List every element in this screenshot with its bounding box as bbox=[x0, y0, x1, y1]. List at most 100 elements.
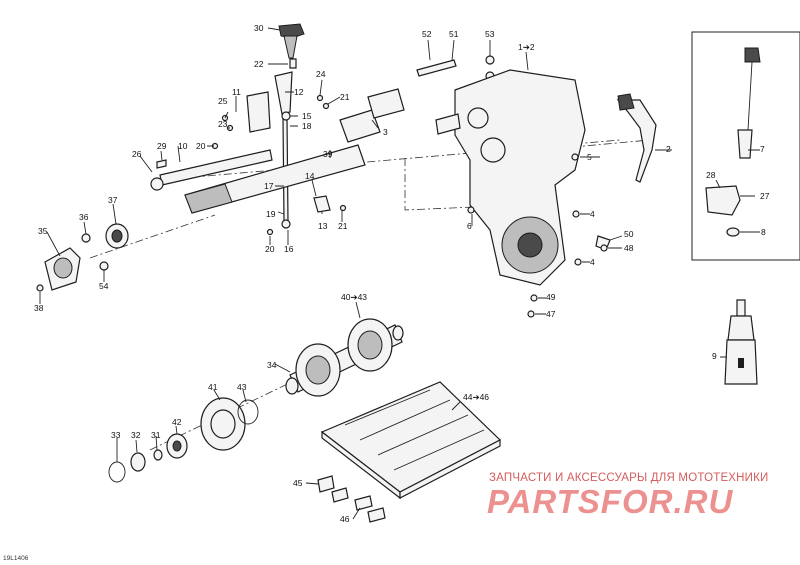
callout-40-43: 40➔43 bbox=[341, 292, 368, 302]
clip-46b-part bbox=[367, 507, 386, 523]
bearing-axis-line bbox=[89, 214, 216, 259]
connector-part bbox=[617, 93, 635, 111]
washer-48-part bbox=[600, 244, 608, 252]
nut-54-part bbox=[99, 261, 109, 271]
callout-3: 3 bbox=[383, 127, 388, 137]
callout-22: 22 bbox=[254, 59, 264, 69]
bolt-5-part bbox=[571, 153, 579, 161]
callout-32: 32 bbox=[131, 430, 141, 440]
sleeve-3b-part bbox=[367, 88, 405, 119]
bracket-51-part bbox=[416, 59, 457, 77]
callout-15: 15 bbox=[302, 111, 312, 121]
callout-38: 38 bbox=[34, 303, 44, 313]
washer-6-part bbox=[467, 206, 475, 214]
seal-31-part bbox=[153, 449, 163, 461]
watermark-tagline: ЗАПЧАСТИ И АКСЕССУАРЫ ДЛЯ МОТОТЕХНИКИ bbox=[489, 472, 769, 484]
callout-17: 17 bbox=[264, 181, 274, 191]
bolt-20b-part bbox=[266, 228, 274, 236]
callout-30: 30 bbox=[254, 23, 264, 33]
shift-knob-part bbox=[278, 23, 305, 59]
callout-34: 34 bbox=[267, 360, 277, 370]
circlip-33-part bbox=[108, 461, 126, 483]
clip-45-part bbox=[317, 475, 335, 493]
oring-43-part bbox=[237, 399, 259, 425]
washer-32-part bbox=[130, 452, 146, 472]
callout-49: 49 bbox=[546, 292, 556, 302]
callout-6: 6 bbox=[467, 221, 472, 231]
callout-19: 19 bbox=[266, 209, 276, 219]
callout-5: 5 bbox=[587, 152, 592, 162]
bolt-38-part bbox=[36, 284, 44, 292]
drive-axle-40-part bbox=[285, 318, 404, 397]
bolt-21a-part bbox=[322, 102, 330, 110]
callout-39: 39 bbox=[323, 149, 333, 159]
sensor-inset-frame bbox=[691, 31, 800, 261]
lever-bracket-part bbox=[246, 91, 271, 133]
gearbox-housing-part bbox=[435, 69, 586, 286]
callout-2: 2 bbox=[666, 144, 671, 154]
callout-26: 26 bbox=[132, 149, 142, 159]
bolt-4b-part bbox=[574, 258, 582, 266]
callout-53: 53 bbox=[485, 29, 495, 39]
callout-1-2: 1➔2 bbox=[518, 42, 535, 52]
callout-50: 50 bbox=[624, 229, 634, 239]
bolt-47-part bbox=[527, 310, 535, 318]
callout-21b: 21 bbox=[338, 221, 348, 231]
sleeve-3-part bbox=[339, 109, 381, 143]
oil-bottle-9-part bbox=[724, 299, 758, 385]
callout-45: 45 bbox=[293, 478, 303, 488]
nut-36-part bbox=[81, 233, 91, 243]
shaft-spline-end bbox=[184, 183, 233, 214]
clip-13-part bbox=[313, 195, 331, 213]
spring-part bbox=[289, 58, 297, 69]
sensor-plug-part bbox=[744, 47, 761, 63]
callout-28: 28 bbox=[706, 170, 716, 180]
callout-20: 20 bbox=[196, 141, 206, 151]
clip-8-part bbox=[726, 227, 740, 237]
callout-20b: 20 bbox=[265, 244, 275, 254]
washer-49-part bbox=[530, 294, 538, 302]
bolt-21-part bbox=[339, 204, 347, 212]
callout-43: 43 bbox=[237, 382, 247, 392]
callout-23: 23 bbox=[218, 119, 228, 129]
callout-13: 13 bbox=[318, 221, 328, 231]
nut-53-part bbox=[485, 55, 495, 65]
callout-47: 47 bbox=[546, 309, 556, 319]
callout-51: 51 bbox=[449, 29, 459, 39]
cover-arm-2-part bbox=[616, 99, 657, 183]
callout-10: 10 bbox=[178, 141, 188, 151]
callout-12: 12 bbox=[294, 87, 304, 97]
watermark-logo: PARTSFOR.RU bbox=[487, 483, 734, 520]
nut-24-part bbox=[316, 94, 324, 102]
bracket-27-part bbox=[705, 185, 741, 216]
callout-46: 46 bbox=[340, 514, 350, 524]
pin-29-part bbox=[156, 159, 167, 169]
callout-29: 29 bbox=[157, 141, 167, 151]
callout-33: 33 bbox=[111, 430, 121, 440]
callout-42: 42 bbox=[172, 417, 182, 427]
callout-8: 8 bbox=[761, 227, 766, 237]
callout-4b: 4 bbox=[590, 257, 595, 267]
callout-11: 11 bbox=[232, 87, 241, 97]
callout-14: 14 bbox=[305, 171, 315, 181]
rod-end-bottom-part bbox=[281, 219, 291, 229]
callout-18: 18 bbox=[302, 121, 312, 131]
sprocket-41-part bbox=[200, 397, 246, 451]
callout-21: 21 bbox=[340, 92, 350, 102]
rod-end-top-part bbox=[281, 111, 291, 121]
callout-44-46: 44➔46 bbox=[463, 392, 490, 402]
callout-48: 48 bbox=[624, 243, 634, 253]
callout-25: 25 bbox=[218, 96, 228, 106]
callout-24: 24 bbox=[316, 69, 326, 79]
callout-4a: 4 bbox=[590, 209, 595, 219]
callout-35: 35 bbox=[38, 226, 48, 236]
clip-45b-part bbox=[331, 487, 349, 503]
callout-52: 52 bbox=[422, 29, 432, 39]
ring-26-part bbox=[150, 177, 164, 191]
callout-7: 7 bbox=[760, 144, 765, 154]
shift-lever-part bbox=[274, 71, 293, 115]
callout-37: 37 bbox=[108, 195, 118, 205]
callout-9: 9 bbox=[712, 351, 717, 361]
